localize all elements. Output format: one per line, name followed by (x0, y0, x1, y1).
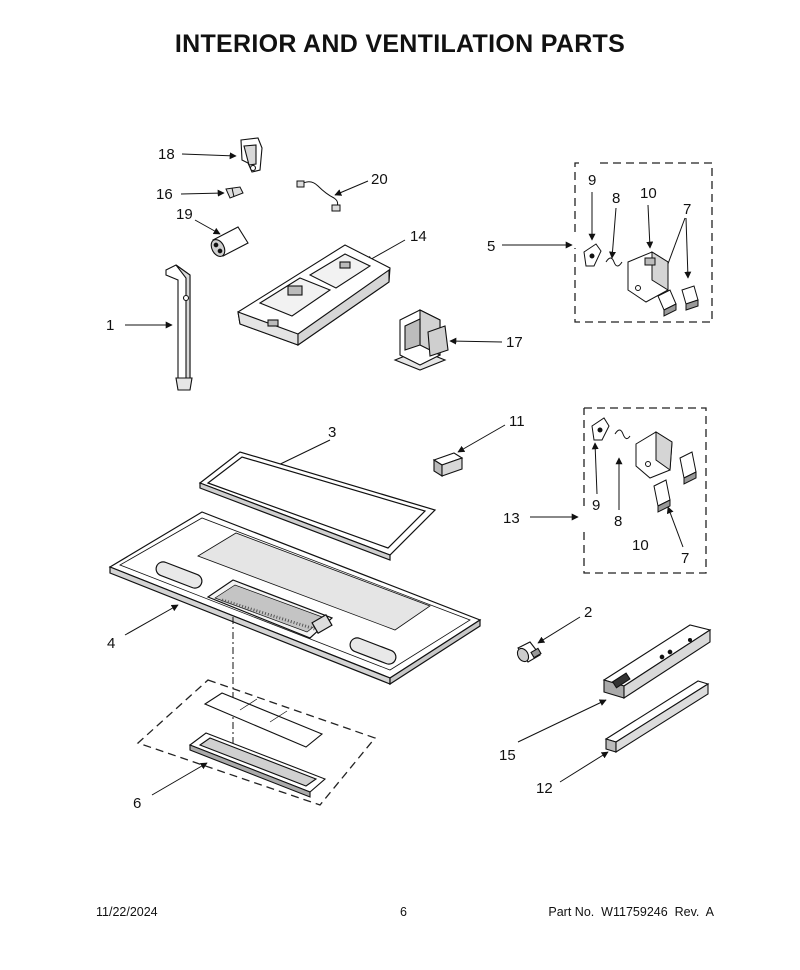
part-18-bracket (240, 137, 263, 173)
callout-18: 18 (158, 146, 175, 163)
part-5-switch-set (583, 243, 699, 317)
callout-16: 16 (156, 186, 173, 203)
footer-part-number: Part No. W11759246 Rev. A (548, 905, 714, 919)
part-1-bracket (165, 264, 193, 391)
callout-19: 19 (176, 206, 193, 223)
part-6-lens-assembly (188, 692, 327, 798)
callout-9-lower: 9 (592, 497, 600, 514)
part-2-socket (516, 641, 542, 663)
callout-4: 4 (107, 635, 115, 652)
callout-3: 3 (328, 424, 336, 441)
callout-numbers: 18 16 19 20 14 1 17 5 9 8 10 7 3 11 13 9… (106, 146, 691, 812)
footer-page-number: 6 (400, 905, 407, 919)
callout-9-upper: 9 (588, 172, 596, 189)
callout-1: 1 (106, 317, 114, 334)
part-20-wire (296, 180, 341, 212)
part-15-control-panel (602, 624, 712, 700)
callout-11: 11 (509, 413, 525, 430)
callout-6: 6 (133, 795, 141, 812)
callout-7-upper: 7 (683, 201, 691, 218)
part-4-vent-panel (108, 511, 482, 686)
part-11-block (432, 452, 464, 477)
callout-20: 20 (371, 171, 388, 188)
callout-5: 5 (487, 238, 495, 255)
callout-17: 17 (506, 334, 523, 351)
callout-13: 13 (503, 510, 520, 527)
callout-15: 15 (499, 747, 516, 764)
part-19-capacitor (210, 226, 249, 257)
part-13-switch-set (591, 417, 697, 513)
callout-8-upper: 8 (612, 190, 620, 207)
callout-14: 14 (410, 228, 427, 245)
callout-10-upper: 10 (640, 185, 657, 202)
part-16-clip (225, 186, 244, 199)
group-boxes (136, 162, 713, 806)
callout-2: 2 (584, 604, 592, 621)
callout-8-lower: 8 (614, 513, 622, 530)
leader-lines (124, 152, 692, 796)
page-title: INTERIOR AND VENTILATION PARTS (174, 30, 626, 58)
part-3-filter (198, 451, 437, 561)
part-17-transformer (393, 309, 449, 371)
part-14-base-plate (237, 244, 391, 347)
callout-7-lower: 7 (681, 550, 689, 567)
callout-10-lower: 10 (632, 537, 649, 554)
footer-date: 11/22/2024 (96, 905, 158, 919)
callout-12: 12 (536, 780, 553, 797)
part-12-strip (604, 680, 710, 753)
